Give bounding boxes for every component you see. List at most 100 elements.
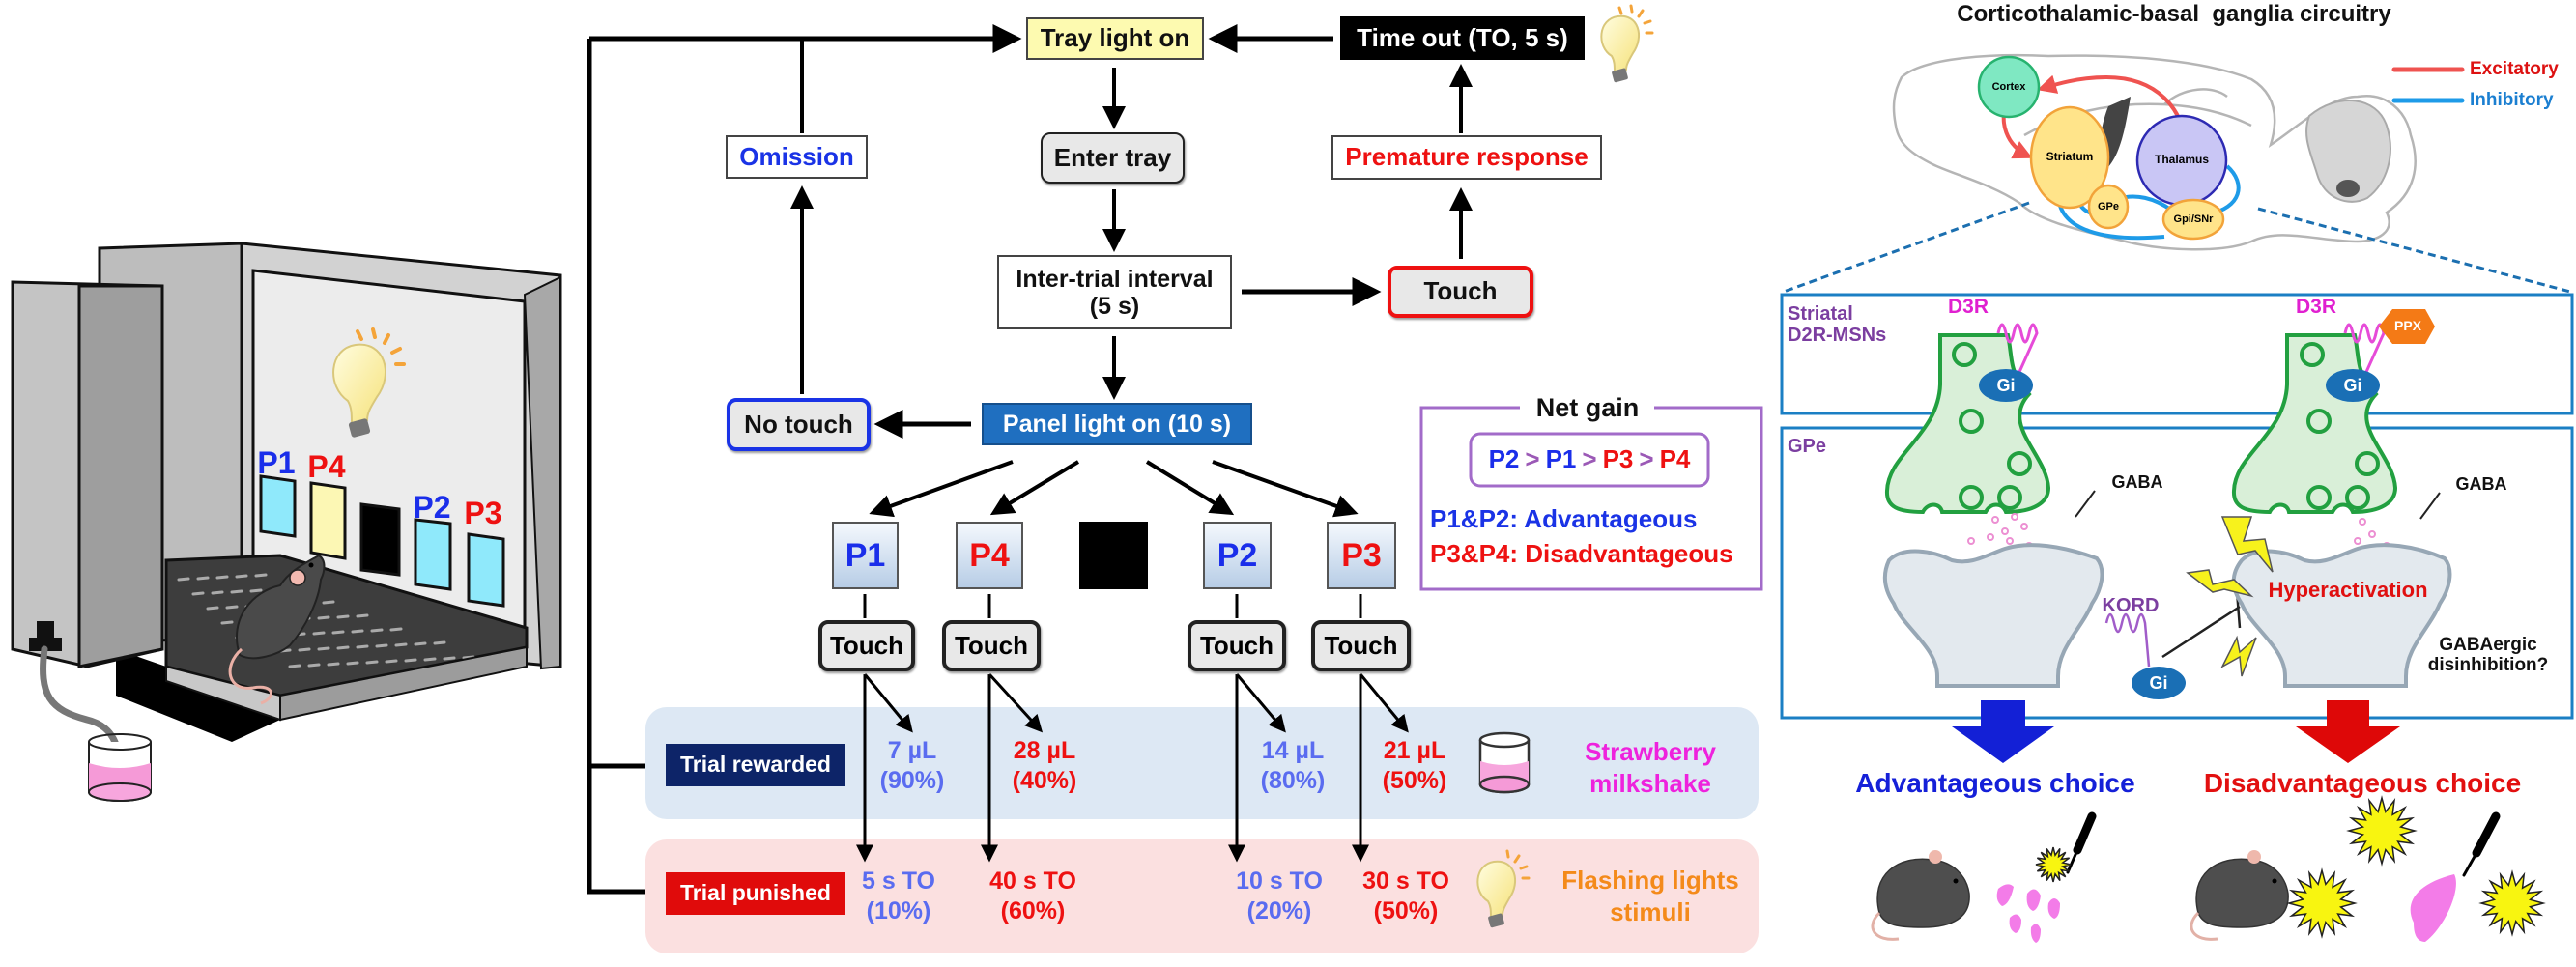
striatal-line2: D2R-MSNs bbox=[1788, 325, 1887, 346]
legend-excitatory-label: Excitatory bbox=[2470, 59, 2559, 80]
premature-response-box: Premature response bbox=[1331, 135, 1602, 180]
striatal-line1: Striatal bbox=[1788, 302, 1853, 325]
reward-outcome-p1: 7 µL (90%) bbox=[849, 736, 975, 797]
gi-protein-left bbox=[1979, 369, 2033, 402]
gi-label-kord: Gi bbox=[2149, 672, 2168, 693]
gpe-box bbox=[1780, 426, 2574, 720]
striatum-node bbox=[2029, 105, 2110, 210]
postsynaptic-neuron-left bbox=[1882, 543, 2104, 688]
reward-volume: 21 µL bbox=[1383, 737, 1446, 764]
reward-probability: (80%) bbox=[1260, 767, 1326, 795]
milkshake-reservoir-icon bbox=[88, 733, 152, 802]
time-out-light-bulb-icon bbox=[1600, 4, 1654, 83]
ranking-panel-p2: P2 bbox=[1488, 444, 1520, 474]
punish-outcome-p4: 40 s TO(60%) bbox=[970, 867, 1096, 927]
reward-volume: 14 µL bbox=[1261, 737, 1325, 764]
postsynaptic-neuron-right bbox=[2231, 543, 2452, 688]
advantageous-arrow bbox=[1952, 700, 2054, 763]
thalamus-label: Thalamus bbox=[2154, 153, 2209, 167]
gpi-snr-node bbox=[2161, 198, 2225, 241]
ranking-panel-p1: P1 bbox=[1545, 444, 1577, 474]
touchscreen-window-p4 bbox=[309, 481, 347, 560]
timeout-probability: (20%) bbox=[1246, 897, 1312, 925]
net-gain-ranking: P2>P1>P3>P4 bbox=[1471, 434, 1708, 486]
operant-chamber-illustration bbox=[11, 242, 562, 802]
panel-box-p1: P1 bbox=[832, 522, 899, 589]
touch-box-p1: Touch bbox=[818, 620, 915, 671]
house-light-bulb-icon bbox=[332, 327, 406, 438]
timeout-duration: 5 s TO bbox=[862, 867, 935, 895]
reward-outcome-p4: 28 µL (40%) bbox=[982, 736, 1107, 797]
chamber-label-p3: P3 bbox=[464, 496, 502, 531]
reward-outcome-p3: 21 µL (50%) bbox=[1352, 736, 1477, 797]
reward-probability: (90%) bbox=[879, 767, 945, 795]
panel-label-p3: P3 bbox=[1341, 536, 1382, 574]
punish-outcome-p3: 30 s TO(50%) bbox=[1343, 867, 1469, 927]
gpe-panel-label: GPe bbox=[1788, 435, 1827, 457]
advantageous-definition: P1&P2: Advantageous bbox=[1430, 504, 1698, 534]
gi-label-left: Gi bbox=[1996, 375, 2016, 395]
panel-label-p1: P1 bbox=[844, 536, 886, 574]
punish-stimulus-line2: stimuli bbox=[1610, 896, 1691, 926]
omission-box: Omission bbox=[726, 135, 868, 179]
timeout-probability: (50%) bbox=[1373, 897, 1439, 925]
disadvantageous-definition: P3&P4: Disadvantageous bbox=[1430, 539, 1733, 569]
outcome-arrows bbox=[856, 672, 1409, 863]
touch-box-p3: Touch bbox=[1311, 620, 1411, 671]
chamber-label-p2: P2 bbox=[413, 490, 451, 526]
trial-punished-band bbox=[645, 839, 1759, 953]
flash-burst-icon bbox=[2346, 795, 2418, 867]
panel-box-p2: P2 bbox=[1203, 522, 1272, 589]
gabaergic-disinhibition-label: GABAergic disinhibition? bbox=[2416, 629, 2561, 681]
hyperactivation-label: Hyperactivation bbox=[2268, 577, 2428, 602]
punish-outcome-p1: 5 s TO(10%) bbox=[836, 867, 961, 927]
touch-box-p4: Touch bbox=[942, 620, 1041, 671]
panel-label-p4: P4 bbox=[969, 536, 1010, 574]
mouse-disadvantageous-icon bbox=[2190, 850, 2289, 941]
premature-touch-box: Touch bbox=[1388, 266, 1533, 318]
ranking-separator: > bbox=[1639, 444, 1654, 474]
gi-protein-kord bbox=[2132, 667, 2186, 699]
flash-burst-icon bbox=[2286, 867, 2358, 939]
flash-burst-icon bbox=[2478, 869, 2546, 937]
touchscreen-window-p2 bbox=[414, 518, 452, 591]
strawberry-milkshake-cup-icon bbox=[1478, 731, 1531, 794]
mouse-advantageous-icon bbox=[1871, 850, 1970, 941]
enter-tray-box: Enter tray bbox=[1041, 132, 1185, 184]
inter-trial-interval-box: Inter-trial interval (5 s) bbox=[997, 255, 1232, 329]
ranking-panel-p3: P3 bbox=[1602, 444, 1634, 474]
striatum-label: Striatum bbox=[2046, 150, 2094, 164]
d3r-receptor-left bbox=[1996, 323, 2039, 373]
reward-volume: 28 µL bbox=[1013, 737, 1076, 764]
touchscreen-window-p1 bbox=[259, 474, 297, 538]
ranking-panel-p4: P4 bbox=[1659, 444, 1691, 474]
reward-probability: (50%) bbox=[1382, 767, 1447, 795]
panel-light-on-box: Panel light on (10 s) bbox=[982, 403, 1252, 445]
panel-box-p4: P4 bbox=[956, 522, 1023, 589]
lightning-bolt-icons bbox=[2186, 516, 2274, 677]
striatal-d2r-msns-label: Striatal D2R-MSNs bbox=[1788, 298, 1894, 352]
flowchart-connectors bbox=[587, 24, 1473, 895]
punish-stimulus-line1: Flashing lights bbox=[1561, 866, 1739, 895]
legend-inhibitory-label: Inhibitory bbox=[2470, 90, 2554, 111]
trial-rewarded-label: Trial rewarded bbox=[666, 744, 845, 786]
reward-volume: 7 µL bbox=[887, 737, 937, 764]
panel-box-blank bbox=[1079, 522, 1148, 589]
chamber-label-p1: P1 bbox=[257, 445, 296, 481]
timeout-probability: (10%) bbox=[866, 897, 931, 925]
iti-line2: (5 s) bbox=[1089, 292, 1140, 320]
net-gain-title: Net gain bbox=[1535, 392, 1640, 422]
kord-label: KORD bbox=[2102, 594, 2160, 616]
synaptic-vesicles bbox=[1952, 342, 2380, 510]
timeout-probability: (60%) bbox=[1000, 897, 1066, 925]
timeout-duration: 40 s TO bbox=[989, 867, 1076, 895]
reward-probability: (40%) bbox=[1012, 767, 1077, 795]
iti-line1: Inter-trial interval bbox=[1016, 265, 1214, 293]
milkshake-drops-icons bbox=[1996, 874, 2456, 943]
no-touch-box: No touch bbox=[727, 398, 871, 451]
gpe-region-label: GPe bbox=[2097, 200, 2119, 213]
mouse-in-chamber-icon bbox=[228, 554, 326, 705]
